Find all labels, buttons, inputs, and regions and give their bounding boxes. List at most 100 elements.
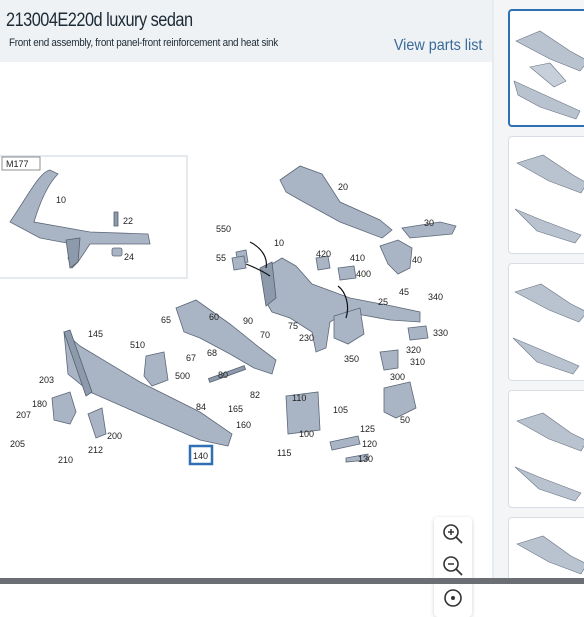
thumbnail-drawing — [514, 412, 584, 502]
callout[interactable]: 210 — [58, 455, 73, 465]
thumbnail-4[interactable] — [508, 390, 584, 508]
thumbnail-5[interactable] — [508, 517, 584, 578]
callout[interactable]: 160 — [236, 420, 251, 430]
callout[interactable]: 300 — [390, 372, 405, 382]
thumbnail-drawing — [516, 535, 584, 575]
callout[interactable]: 45 — [399, 287, 409, 297]
callout[interactable]: 40 — [412, 255, 422, 265]
part-120[interactable] — [329, 435, 361, 451]
part-bracket[interactable] — [333, 307, 365, 345]
reset-view-button[interactable] — [441, 586, 465, 610]
part-420[interactable] — [315, 255, 331, 271]
inset-carrier-part[interactable] — [9, 169, 151, 269]
callout[interactable]: 207 — [16, 410, 31, 420]
callout[interactable]: 25 — [378, 297, 388, 307]
callout[interactable]: 105 — [333, 405, 348, 415]
callout[interactable]: 55 — [216, 253, 226, 263]
callout[interactable]: 115 — [277, 448, 291, 458]
view-parts-list-link[interactable]: View parts list — [393, 37, 482, 54]
part-10-front-panel[interactable] — [261, 257, 421, 353]
inset-clip-24[interactable] — [111, 247, 123, 257]
thumbnail-sidebar[interactable] — [494, 0, 584, 578]
part-330[interactable] — [407, 325, 429, 341]
callout[interactable]: 400 — [356, 269, 371, 279]
callout[interactable]: 510 — [130, 340, 145, 350]
thumbnail-drawing — [512, 283, 584, 375]
callout[interactable]: 340 — [428, 292, 443, 302]
thumbnail-1[interactable] — [508, 9, 584, 127]
part-55[interactable] — [231, 255, 247, 271]
part-300[interactable] — [379, 349, 399, 371]
callout[interactable]: 180 — [32, 399, 47, 409]
callout[interactable]: 125 — [360, 424, 375, 434]
callout[interactable]: 110 — [292, 393, 306, 403]
parts-diagram[interactable]: M177 10 22 24 — [0, 62, 492, 617]
inset-bolt-22[interactable] — [113, 211, 119, 227]
callout[interactable]: 203 — [39, 375, 54, 385]
callout[interactable]: 200 — [107, 431, 122, 441]
callout[interactable]: 120 — [362, 439, 377, 449]
page-subtitle: Front end assembly, front panel-front re… — [9, 37, 278, 49]
selected-callout[interactable]: 140 — [193, 451, 208, 461]
zoom-out-button[interactable] — [441, 554, 465, 578]
callout[interactable]: 20 — [338, 182, 348, 192]
window-bottom-bar — [0, 578, 584, 584]
inset-callout[interactable]: 22 — [123, 216, 133, 226]
part-60[interactable] — [175, 299, 277, 375]
part-180[interactable] — [51, 391, 77, 425]
callout[interactable]: 165 — [228, 404, 243, 414]
zoom-controls — [434, 517, 472, 617]
callout[interactable]: 65 — [161, 315, 171, 325]
callout[interactable]: 500 — [175, 371, 190, 381]
part-20[interactable] — [279, 165, 393, 239]
panel-divider — [492, 0, 494, 578]
callout[interactable]: 50 — [400, 415, 410, 425]
callout[interactable]: 130 — [358, 454, 373, 464]
part-100[interactable] — [285, 391, 321, 435]
callout[interactable]: 82 — [250, 390, 260, 400]
selected-callout-box[interactable] — [188, 444, 214, 466]
part-500[interactable] — [143, 351, 169, 387]
callout[interactable]: 10 — [274, 238, 284, 248]
callout[interactable]: 75 — [288, 321, 298, 331]
page-header: 213004E220d luxury sedan Front end assem… — [0, 0, 492, 62]
zoom-out-icon — [443, 556, 463, 576]
callout[interactable]: 84 — [196, 402, 206, 412]
part-200[interactable] — [87, 407, 107, 439]
callout[interactable]: 330 — [433, 328, 448, 338]
callout[interactable]: 145 — [88, 329, 103, 339]
part-80[interactable] — [207, 365, 247, 383]
zoom-in-button[interactable] — [441, 522, 465, 546]
callout[interactable]: 230 — [299, 333, 314, 343]
callout[interactable]: 320 — [406, 345, 421, 355]
callout[interactable]: 90 — [243, 316, 253, 326]
part-400[interactable] — [337, 265, 357, 281]
callout[interactable]: 68 — [207, 348, 217, 358]
callout[interactable]: 100 — [299, 429, 314, 439]
callout[interactable]: 205 — [10, 439, 25, 449]
callout[interactable]: 70 — [260, 330, 270, 340]
target-icon — [444, 589, 462, 607]
callout[interactable]: 60 — [209, 312, 219, 322]
callout[interactable]: 80 — [218, 370, 228, 380]
zoom-in-icon — [443, 524, 463, 544]
callout[interactable]: 550 — [216, 224, 231, 234]
inset-callout[interactable]: 10 — [56, 195, 66, 205]
exploded-view-drawing: M177 10 22 24 — [0, 155, 457, 466]
callout[interactable]: 67 — [186, 353, 196, 363]
thumbnail-3[interactable] — [508, 263, 584, 381]
callout[interactable]: 410 — [350, 253, 365, 263]
inset-m177: M177 10 22 24 — [0, 155, 188, 279]
part-30[interactable] — [401, 221, 457, 239]
thumbnail-2[interactable] — [508, 136, 584, 254]
part-40[interactable] — [379, 239, 413, 275]
callout[interactable]: 212 — [88, 445, 103, 455]
callout[interactable]: 420 — [316, 249, 331, 259]
page-title: 213004E220d luxury sedan — [6, 10, 193, 31]
callout[interactable]: 310 — [410, 357, 425, 367]
callout[interactable]: 350 — [344, 354, 359, 364]
inset-callout[interactable]: 24 — [124, 252, 134, 262]
part-50[interactable] — [383, 381, 417, 419]
callout[interactable]: 30 — [424, 218, 434, 228]
part-130[interactable] — [345, 453, 369, 463]
